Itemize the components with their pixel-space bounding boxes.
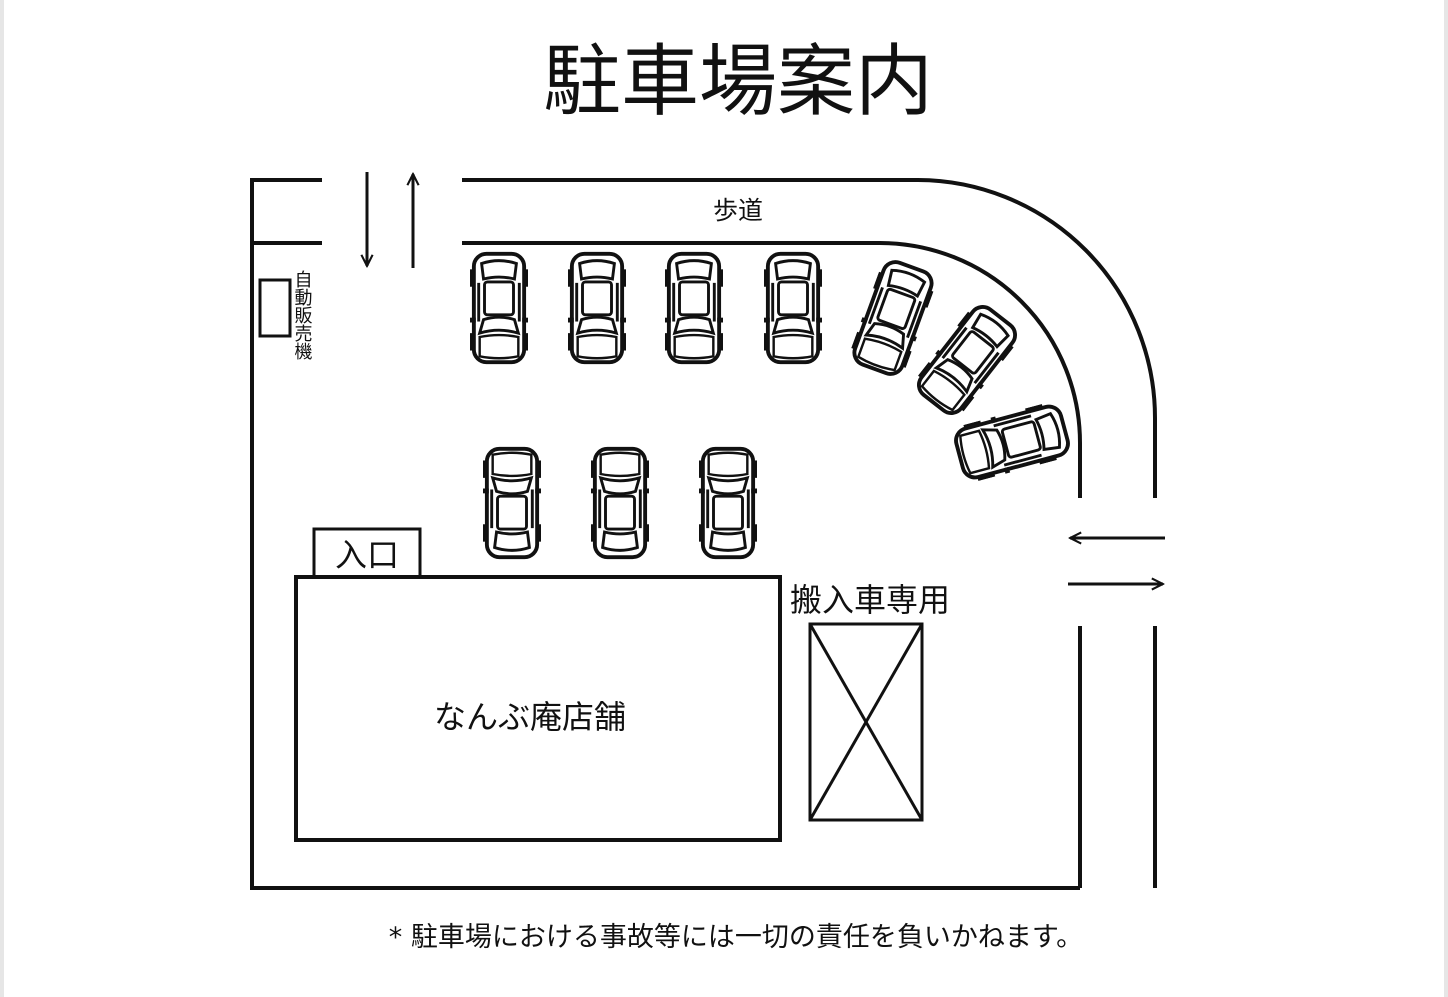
car-icon (949, 398, 1075, 486)
entrance-label: 入口 (335, 536, 399, 574)
vending-machine-label: 自動販売機 (292, 270, 313, 361)
top-traffic-arrows (367, 172, 413, 268)
store-building (294, 575, 782, 842)
entrance-box (312, 527, 422, 579)
sidewalk-label: 歩道 (713, 196, 763, 225)
parking-row-1 (470, 251, 1075, 486)
car-icon (470, 251, 528, 365)
page-edge-left (0, 0, 4, 997)
car-icon (591, 446, 649, 560)
vending-machine-box (258, 278, 292, 338)
car-icon (699, 446, 757, 560)
disclaimer-note: * 駐車場における事故等には一切の責任を負いかねます。 (389, 922, 1083, 953)
delivery-only-label: 搬入車専用 (790, 581, 950, 619)
sidewalk-road-curve (462, 178, 1157, 888)
car-icon (568, 251, 626, 365)
parking-row-2 (483, 446, 757, 560)
car-icon (845, 254, 941, 382)
right-traffic-arrows (1068, 538, 1165, 584)
lot-boundary (250, 178, 1080, 890)
delivery-only-area (808, 622, 924, 822)
store-label: なんぶ庵店舗 (434, 698, 626, 736)
car-icon (665, 251, 723, 365)
car-icon (483, 446, 541, 560)
car-icon (764, 251, 822, 365)
car-icon (908, 296, 1026, 424)
page-title: 駐車場案内 (543, 37, 933, 127)
page-edge-right (1444, 0, 1448, 997)
